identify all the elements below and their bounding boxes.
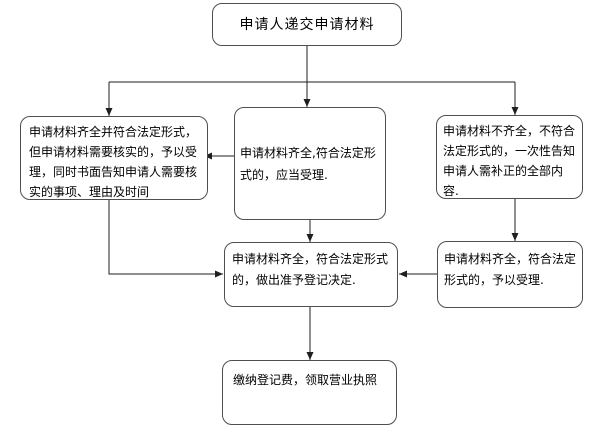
connector-verify-to-decision — [108, 200, 223, 278]
node-license: 缴纳登记费，领取营业执照 — [222, 360, 397, 425]
node-license-label: 缴纳登记费，领取营业执照 — [233, 373, 378, 387]
node-verify-label: 申请材料齐全并符合法定形式，但申请材料需要核实的，予以受理，同时书面告知申请人需… — [29, 125, 198, 199]
node-accept: 申请材料齐全,符合法定形式的，应当受理. — [234, 107, 386, 220]
node-supplemented-label: 申请材料齐全，符合法定形式的，予以受理. — [444, 252, 577, 287]
node-start: 申请人递交申请材料 — [212, 3, 402, 46]
node-incomplete: 申请材料不齐全，不符合法定形式的，一次性告知申请人需补正的全部内容. — [436, 115, 583, 199]
node-incomplete-label: 申请材料不齐全，不符合法定形式的，一次性告知申请人需补正的全部内容. — [443, 124, 576, 198]
node-supplemented: 申请材料齐全，符合法定形式的，予以受理. — [437, 241, 583, 308]
node-start-label: 申请人递交申请材料 — [239, 16, 375, 33]
node-accept-label: 申请材料齐全,符合法定形式的，应当受理. — [240, 145, 376, 182]
node-decision-label: 申请材料齐全，符合法定形式的，做出准予登记决定. — [232, 252, 389, 287]
node-decision: 申请材料齐全，符合法定形式的，做出准予登记决定. — [224, 242, 398, 307]
node-verify: 申请材料齐全并符合法定形式，但申请材料需要核实的，予以受理，同时书面告知申请人需… — [20, 116, 208, 200]
